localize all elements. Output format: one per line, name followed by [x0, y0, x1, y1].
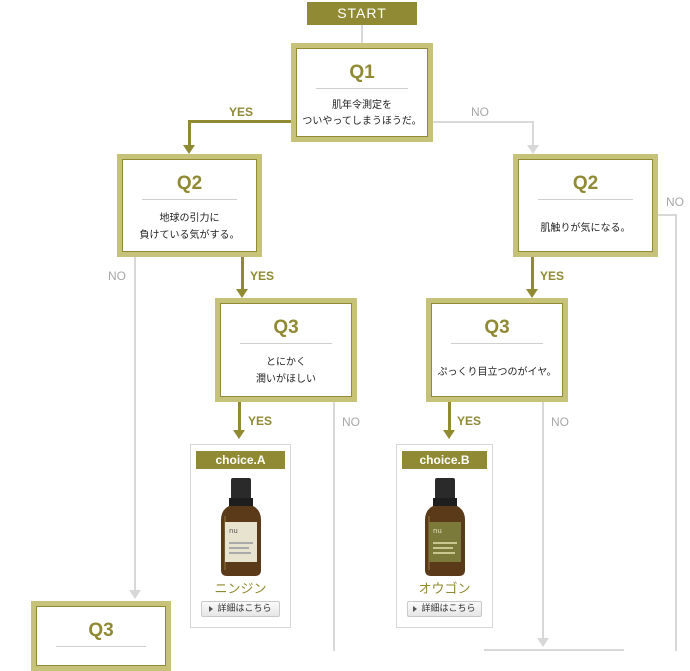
choice-b-detail-button[interactable]: 詳細はこちら: [407, 601, 482, 617]
q1-yes-line-v: [188, 120, 191, 147]
mid-q3-box: Q3 とにかく 潤いがほしい: [215, 298, 357, 402]
mid-q3-yes-arrow: [233, 430, 245, 439]
choice-a-detail-button[interactable]: 詳細はこちら: [201, 601, 280, 617]
choice-b-tag: choice.B: [402, 451, 487, 469]
right-q3-rule: [451, 343, 543, 344]
choice-b-detail-label: 詳細はこちら: [421, 604, 476, 614]
svg-text:nu: nu: [433, 527, 442, 535]
q1-text-line1: 肌年令測定を: [332, 100, 392, 111]
mid-q3-no-line: [333, 402, 335, 651]
next-box-edge: [484, 649, 624, 651]
mid-q3-yes-line: [238, 402, 241, 432]
right-q2-no-line-h: [658, 214, 676, 216]
left-q2-yes-arrow: [236, 289, 248, 298]
right-q2-yes-label: YES: [540, 269, 565, 283]
left-q2-text-line1: 地球の引力に: [159, 213, 220, 224]
right-q2-rule: [538, 199, 633, 200]
left-q2-label: Q2: [176, 173, 203, 194]
triangle-right-icon: [209, 605, 214, 612]
right-q3-yes-line: [448, 402, 451, 432]
mid-q3-label: Q3: [273, 317, 299, 338]
choice-a-name: ニンジン: [214, 582, 267, 597]
start-label: START: [307, 2, 417, 25]
mid-q3-no-label: NO: [342, 415, 360, 429]
right-q2-yes-line: [531, 257, 534, 291]
q1-rule: [316, 88, 408, 89]
right-q3-box: Q3 ぷっくり目立つのがイヤ。: [426, 298, 568, 402]
left-q2-no-arrow: [129, 590, 141, 599]
q1-yes-label: YES: [229, 105, 254, 119]
triangle-right-icon: [413, 605, 418, 612]
choice-a-bottle-image: nu: [221, 478, 261, 576]
right-q2-text-line1: 肌触りが気になる。: [540, 223, 631, 234]
right-q2-no-label: NO: [666, 195, 684, 209]
right-q3-no-arrow: [537, 638, 549, 647]
choice-b-card[interactable]: choice.B nu オウゴン 詳細はこちら: [396, 444, 493, 628]
left-q2-yes-line: [241, 257, 244, 291]
right-q2-no-line-v: [675, 214, 677, 651]
right-q3-yes-label: YES: [457, 414, 482, 428]
mid-q3-rule: [240, 343, 332, 344]
connector-start: [361, 25, 363, 45]
svg-text:nu: nu: [229, 527, 238, 535]
q1-no-line-v: [532, 121, 534, 147]
right-q2-label: Q2: [572, 173, 599, 194]
bottom-q3-label: Q3: [88, 620, 114, 641]
mid-q3-text-line2: 潤いがほしい: [256, 374, 316, 385]
choice-a-detail-label: 詳細はこちら: [217, 604, 272, 614]
left-q2-rule: [142, 199, 237, 200]
right-q3-no-line: [542, 402, 544, 639]
choice-a-tag: choice.A: [196, 451, 285, 469]
q1-text-line2: ついやってしまうほうだ。: [302, 116, 422, 127]
bottom-q3-rule: [56, 646, 146, 647]
q1-no-arrow: [527, 145, 539, 154]
right-q2-box: Q2 肌触りが気になる。: [513, 154, 658, 257]
left-q2-no-label: NO: [108, 269, 126, 283]
mid-q3-text-line1: とにかく: [266, 357, 306, 368]
right-q3-text-line1: ぷっくり目立つのがイヤ。: [437, 367, 557, 378]
q1-no-label: NO: [471, 105, 489, 119]
right-q3-label: Q3: [484, 317, 510, 338]
q1-label: Q1: [349, 62, 375, 83]
right-q2-yes-arrow: [526, 289, 538, 298]
q1-no-line-h: [433, 121, 533, 123]
q1-box: Q1 肌年令測定を ついやってしまうほうだ。: [291, 43, 433, 142]
right-q3-no-label: NO: [551, 415, 569, 429]
choice-a-card[interactable]: choice.A nu ニンジン 詳細はこちら: [190, 444, 291, 628]
left-q2-yes-label: YES: [250, 269, 275, 283]
choice-b-bottle-image: nu: [425, 478, 465, 576]
mid-q3-yes-label: YES: [248, 414, 273, 428]
bottom-q3-box: Q3: [31, 601, 171, 671]
q1-yes-line-h: [188, 120, 291, 123]
choice-b-name: オウゴン: [418, 582, 471, 597]
left-q2-no-line: [134, 257, 136, 592]
q1-yes-arrow: [183, 145, 195, 154]
right-q3-yes-arrow: [443, 430, 455, 439]
left-q2-text-line2: 負けている気がする。: [139, 230, 240, 241]
left-q2-box: Q2 地球の引力に 負けている気がする。: [117, 154, 262, 257]
